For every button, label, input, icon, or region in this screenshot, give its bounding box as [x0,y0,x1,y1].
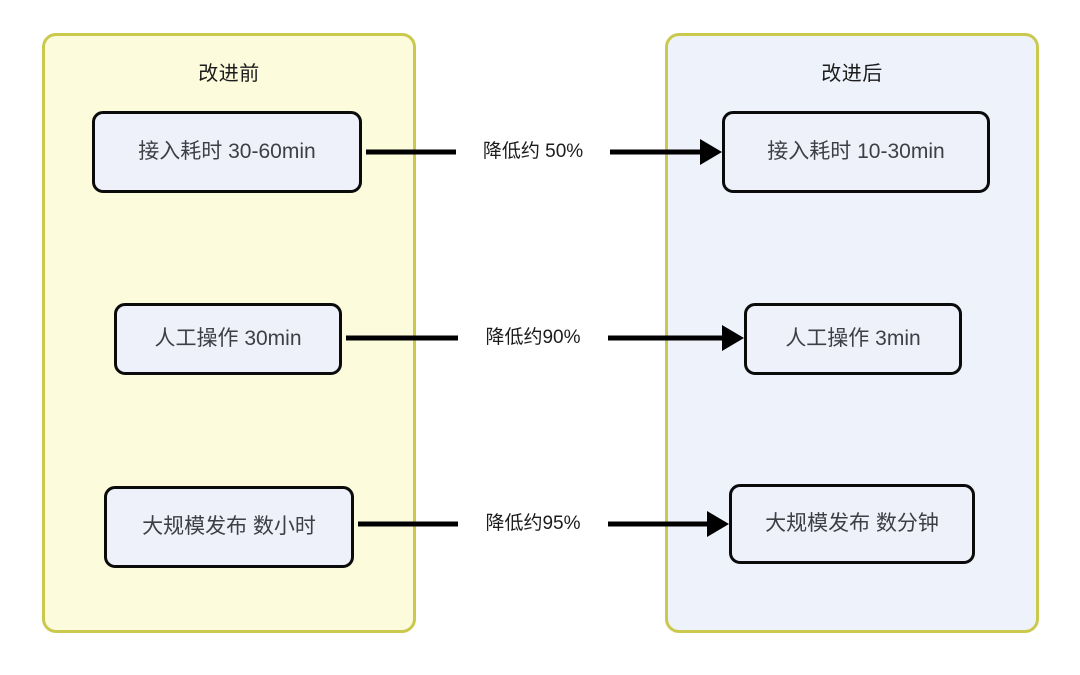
node-before-large-scale-release[interactable]: 大规模发布 数小时 [104,486,354,568]
arrow-label-row-1: 降低约 50% [482,141,584,162]
arrow-label-row-2: 降低约90% [485,327,581,348]
node-after-large-scale-release[interactable]: 大规模发布 数分钟 [729,484,975,564]
node-before-access-time[interactable]: 接入耗时 30-60min [92,111,362,193]
arrow-label-row-3: 降低约95% [485,513,581,534]
panel-after-title: 改进后 [821,63,883,85]
node-after-access-time[interactable]: 接入耗时 10-30min [722,111,990,193]
node-after-manual-operation[interactable]: 人工操作 3min [744,303,962,375]
node-before-manual-operation[interactable]: 人工操作 30min [114,303,342,375]
panel-before-title: 改进前 [198,63,260,85]
